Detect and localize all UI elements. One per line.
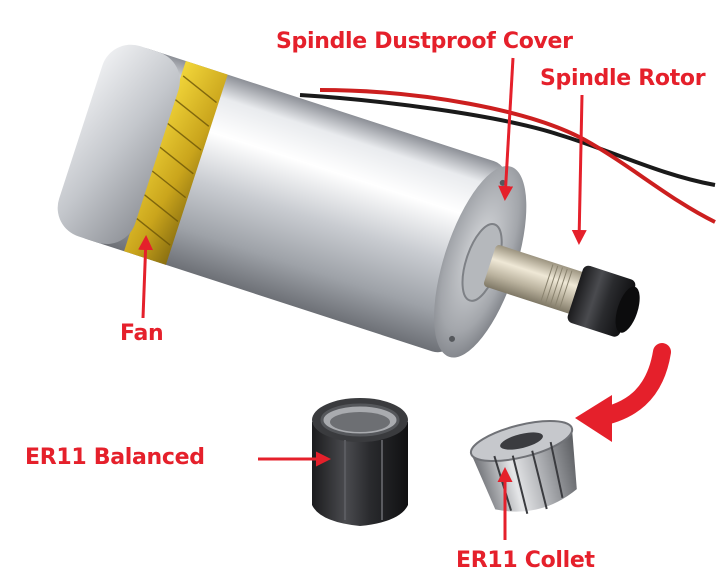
label-spindle-dustproof-cover: Spindle Dustproof Cover <box>276 29 573 54</box>
fan-blades <box>124 61 228 265</box>
arrow-fan <box>138 235 154 319</box>
arrow-dustproof-cover <box>498 57 515 201</box>
annotation-arrows <box>138 57 587 540</box>
end-cap <box>57 44 180 245</box>
label-fan: Fan <box>120 321 164 346</box>
er11-nut-part <box>312 398 408 526</box>
arrow-rotor <box>571 94 587 245</box>
er11-collet-part <box>469 420 577 515</box>
curved-arrow <box>575 343 671 442</box>
power-wires <box>299 88 716 224</box>
label-er11-collet: ER11 Collet <box>456 548 595 573</box>
label-er11-balanced: ER11 Balanced <box>25 445 205 470</box>
label-spindle-rotor: Spindle Rotor <box>540 66 706 91</box>
spindle-rotor <box>483 245 586 315</box>
motor-body <box>57 44 640 358</box>
